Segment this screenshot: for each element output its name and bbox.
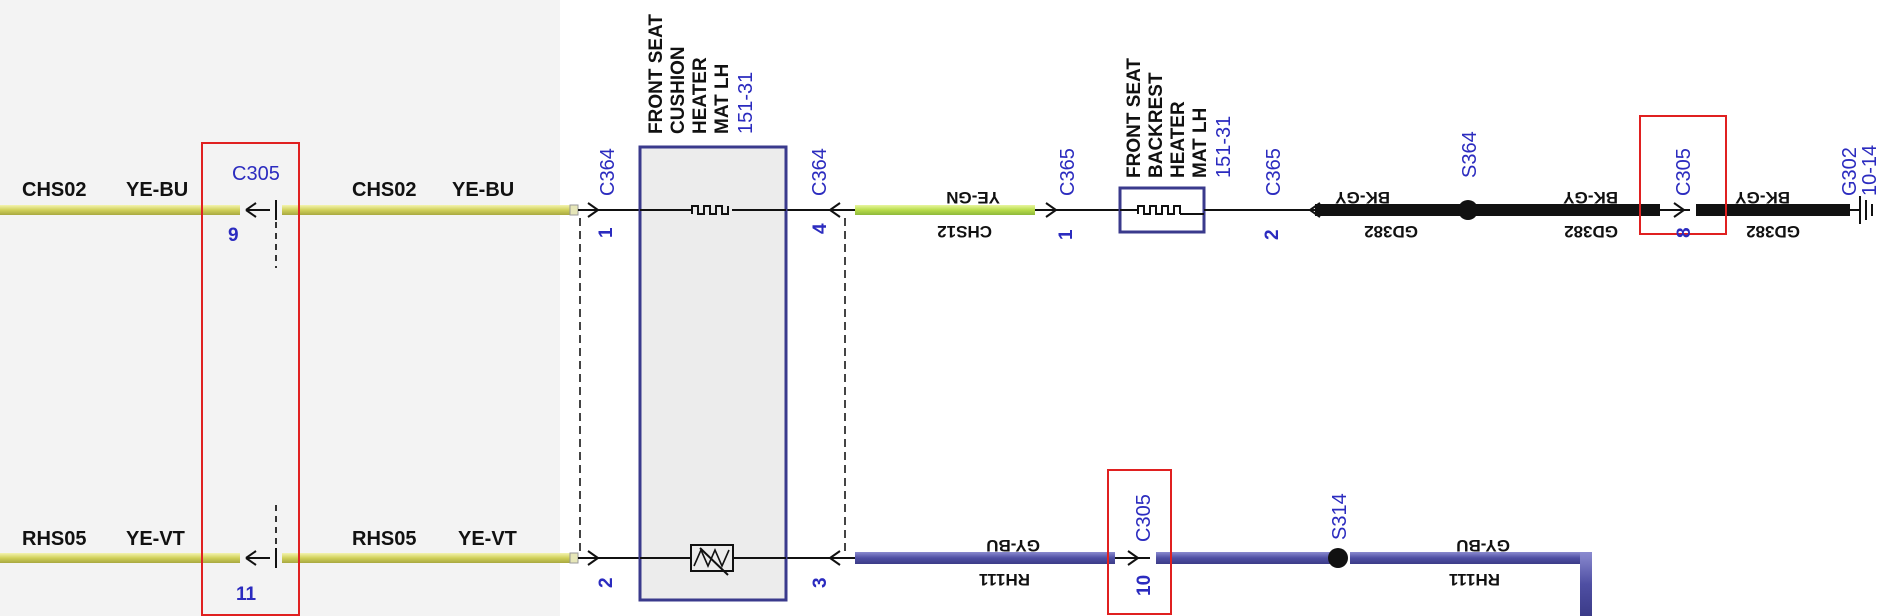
connector-c305-pin-8: 8 bbox=[1674, 227, 1695, 238]
highlight-boxes bbox=[201, 115, 1727, 616]
splice-s364-label: S364 bbox=[1459, 131, 1481, 178]
c305-arrow-mid bbox=[1127, 550, 1140, 566]
connector-c364-pin-4: 4 bbox=[810, 223, 831, 234]
wire-label-gd382-3: GD382 bbox=[1746, 222, 1800, 241]
highlight-c305-left bbox=[201, 142, 300, 616]
wire-color-yevt-left: YE-VT bbox=[126, 528, 185, 550]
wire-chs12 bbox=[855, 205, 1035, 215]
c305-arrow-top bbox=[245, 202, 257, 218]
bottom-row-wiring bbox=[0, 505, 1592, 616]
connector-c305-pin-10: 10 bbox=[1134, 575, 1155, 596]
connector-c364-pin-3: 3 bbox=[810, 577, 831, 588]
backrest-name-line-4: MAT LH bbox=[1190, 108, 1211, 178]
cushion-heater-element-icon bbox=[691, 205, 729, 215]
splice-s314-label: S314 bbox=[1329, 493, 1351, 540]
wire-gd382-1 bbox=[1315, 204, 1465, 216]
backrest-ref: 151-31 bbox=[1213, 116, 1235, 178]
connector-c305-pin-9: 9 bbox=[228, 225, 239, 246]
wire-color-bkgy-2: BK-GY bbox=[1563, 188, 1618, 207]
highlight-c305-mid bbox=[1107, 469, 1172, 615]
connector-c305-mid-label: C305 bbox=[1133, 494, 1155, 542]
splice-s314-dot bbox=[1328, 548, 1348, 568]
wire-chs02-mid bbox=[282, 205, 572, 215]
wire-label-gd382-2: GD382 bbox=[1564, 222, 1618, 241]
c305-arrow-bottom bbox=[245, 550, 257, 566]
cushion-name-line-3: HEATER bbox=[690, 57, 711, 134]
wire-color-yevt-mid: YE-VT bbox=[458, 528, 517, 550]
backrest-name-line-2: BACKREST bbox=[1146, 72, 1167, 178]
wire-rh111-1 bbox=[855, 552, 1115, 564]
connector-c305-right-label: C305 bbox=[1673, 148, 1695, 196]
connector-c365-pin-2: 2 bbox=[1262, 229, 1283, 240]
left-labels: CHS02 YE-BU C305 9 CHS02 YE-BU RHS05 YE-… bbox=[22, 163, 517, 605]
ground-g302-label: G302 bbox=[1839, 147, 1861, 196]
wire-label-chs02-mid: CHS02 bbox=[352, 179, 416, 201]
wire-label-rh111-1: RH111 bbox=[979, 570, 1030, 589]
wire-label-chs12: CHS12 bbox=[937, 222, 992, 241]
wire-color-yegn: YE-GN bbox=[946, 188, 1000, 207]
wire-color-yebu-mid: YE-BU bbox=[452, 179, 514, 201]
backrest-name-line-1: FRONT SEAT bbox=[1124, 58, 1145, 178]
wire-gd382-3 bbox=[1696, 204, 1850, 216]
cushion-name-line-1: FRONT SEAT bbox=[646, 14, 667, 134]
connector-c305-top-label: C305 bbox=[232, 163, 280, 185]
wire-color-gybu-2: GY-BU bbox=[1456, 536, 1510, 555]
c365-arrow-left bbox=[1045, 202, 1058, 218]
wire-label-chs02-left: CHS02 bbox=[22, 179, 86, 201]
wire-label-rhs05-mid: RHS05 bbox=[352, 528, 416, 550]
backrest-heater-element-icon bbox=[1137, 205, 1181, 215]
wire-rhs05-left bbox=[0, 553, 240, 563]
wire-label-rh111-2: RH111 bbox=[1449, 570, 1500, 589]
left-panel-background bbox=[0, 0, 560, 616]
wire-color-gybu-1: GY-BU bbox=[986, 536, 1040, 555]
wire-label-gd382-1: GD382 bbox=[1364, 222, 1418, 241]
connector-c365-pin-1: 1 bbox=[1056, 229, 1077, 240]
wire-chs02-left bbox=[0, 205, 240, 215]
connector-c364-pin-1: 1 bbox=[596, 227, 617, 238]
c364-arrow-bottom-left bbox=[587, 550, 600, 566]
cushion-heater-component bbox=[638, 145, 788, 602]
c364-arrow-top-left bbox=[587, 202, 600, 218]
c305-arrow-right bbox=[1673, 202, 1686, 218]
connector-c365-right-label: C365 bbox=[1263, 148, 1285, 196]
wire-color-bkgy-3: BK-GY bbox=[1735, 188, 1790, 207]
connector-labels: C364 1 2 C364 4 3 C365 1 C365 2 S364 C30… bbox=[596, 131, 1881, 596]
ground-g302-ref: 10-14 bbox=[1859, 145, 1881, 196]
component-labels: FRONT SEAT CUSHION HEATER MAT LH 151-31 … bbox=[646, 14, 1235, 178]
backrest-name-line-3: HEATER bbox=[1168, 101, 1189, 178]
wire-color-bkgy-1: BK-GY bbox=[1335, 188, 1390, 207]
cushion-name-line-2: CUSHION bbox=[668, 46, 689, 134]
cushion-ref: 151-31 bbox=[735, 72, 757, 134]
highlight-c305-right bbox=[1639, 115, 1727, 235]
cushion-name-line-4: MAT LH bbox=[712, 64, 733, 134]
wire-gd382-2 bbox=[1470, 204, 1660, 216]
connector-c364-pin-2: 2 bbox=[596, 577, 617, 588]
connector-c364-left-label: C364 bbox=[597, 148, 619, 196]
wire-rh111-down bbox=[1580, 552, 1592, 616]
wire-color-yebu-left: YE-BU bbox=[126, 179, 188, 201]
cushion-heater-box bbox=[638, 145, 788, 602]
top-row-wiring bbox=[0, 186, 1873, 555]
connector-c364-right-label: C364 bbox=[809, 148, 831, 196]
connector-c305-pin-11: 11 bbox=[236, 584, 257, 605]
wire-rh111-2a bbox=[1156, 552, 1336, 564]
inverted-wire-labels: YE-GN CHS12 BK-GY GD382 BK-GY GD382 BK-G… bbox=[937, 188, 1800, 589]
wire-label-rhs05-left: RHS05 bbox=[22, 528, 86, 550]
connector-c365-left-label: C365 bbox=[1057, 148, 1079, 196]
wire-rhs05-mid bbox=[282, 553, 572, 563]
wire-rh111-2b bbox=[1350, 552, 1592, 564]
